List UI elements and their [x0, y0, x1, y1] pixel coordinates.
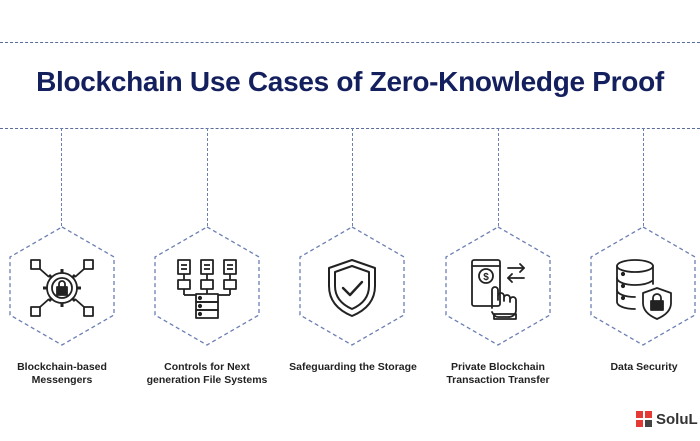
- use-case-label: Safeguarding the Storage: [289, 361, 417, 373]
- hexagon-frame: [299, 226, 405, 346]
- brand-logo-mark-icon: [636, 411, 652, 427]
- use-case-label: Controls for Next generation File System…: [146, 361, 268, 386]
- hexagon-frame: [9, 226, 115, 346]
- connector-line-1: [61, 128, 62, 226]
- hexagon-frame: [154, 226, 260, 346]
- connector-line-2: [207, 128, 208, 226]
- gear-lock-network-icon: [30, 259, 94, 317]
- use-case-label: Blockchain-based Messengers: [17, 361, 107, 386]
- svg-text:$: $: [483, 272, 489, 283]
- top-dashed-divider: [0, 42, 700, 43]
- hexagon-frame: [445, 226, 551, 346]
- mid-dashed-divider: [0, 128, 700, 129]
- database-lock-icon: [616, 259, 672, 320]
- page-title: Blockchain Use Cases of Zero-Knowledge P…: [36, 66, 664, 97]
- brand-name: SoluL: [656, 410, 698, 428]
- use-case-label: Private Blockchain Transaction Transfer: [446, 361, 550, 386]
- hand-phone-payment-icon: $: [471, 259, 525, 320]
- brand-logo: SoluL: [636, 408, 698, 430]
- use-case-label: Data Security: [610, 361, 678, 373]
- shield-check-icon: [328, 259, 376, 317]
- hexagon-frame: [590, 226, 696, 346]
- connector-line-3: [352, 128, 353, 226]
- connector-line-4: [498, 128, 499, 226]
- file-hierarchy-server-icon: [177, 259, 237, 319]
- connector-line-5: [643, 128, 644, 226]
